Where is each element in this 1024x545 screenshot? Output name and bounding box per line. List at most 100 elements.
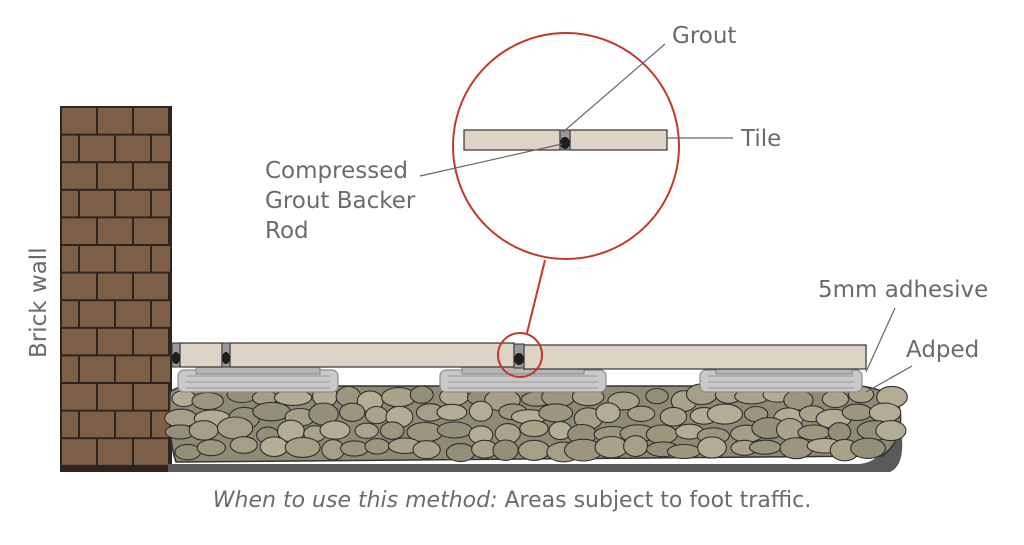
brick (134, 108, 168, 134)
stone (174, 443, 202, 461)
stone (468, 400, 493, 422)
stone (216, 416, 254, 440)
brick (80, 356, 114, 382)
tile (179, 342, 223, 368)
stone (595, 402, 621, 424)
stone (188, 420, 219, 441)
adped-pedestal (177, 365, 339, 393)
stone (436, 403, 468, 421)
brick (80, 411, 114, 438)
stone (364, 438, 390, 455)
callout-small-circle (497, 332, 543, 378)
brick (62, 135, 78, 162)
leader-lines (419, 43, 913, 393)
stone (850, 437, 886, 459)
brick (152, 356, 170, 382)
stone (412, 440, 441, 460)
stone (538, 403, 574, 423)
adped-pedestals (177, 365, 863, 393)
detail-tile-right (569, 129, 668, 151)
brick (62, 108, 96, 134)
tile-label: Tile (740, 126, 781, 152)
tile (523, 344, 867, 370)
stone (797, 424, 831, 441)
backer-rod-label-line1: Compressed (265, 158, 408, 184)
stone (492, 439, 519, 461)
stone (517, 439, 551, 461)
adhesive-leader (865, 307, 896, 373)
tile (229, 342, 515, 368)
stone (339, 440, 370, 457)
stone (519, 419, 549, 438)
stone (645, 424, 679, 445)
tile-layer (171, 342, 867, 370)
brick (98, 218, 132, 244)
brick (98, 328, 132, 355)
stone (319, 420, 351, 440)
ground-base-edge (168, 438, 903, 472)
brick (116, 411, 150, 438)
brick (134, 273, 168, 300)
brick-wall-label: Brick wall (26, 247, 52, 358)
adped-pedestal (439, 365, 607, 393)
adped-label: Adped (906, 337, 979, 363)
brick (98, 439, 132, 465)
brick (62, 218, 96, 244)
brick (62, 384, 96, 410)
brick (116, 190, 150, 217)
brick (62, 411, 78, 438)
rock-bed (164, 383, 908, 472)
brick (62, 163, 96, 189)
brick (134, 439, 168, 465)
brick (62, 273, 96, 300)
brick (98, 384, 132, 410)
stone (659, 406, 688, 427)
brick (134, 328, 168, 355)
brick (152, 190, 170, 217)
stone (623, 435, 649, 458)
brick (62, 190, 78, 217)
backer-rod-label-line3: Rod (265, 218, 309, 244)
stone (627, 405, 656, 422)
stone (259, 436, 289, 458)
backer-rod (514, 353, 524, 365)
rock-stones (164, 383, 908, 463)
stone (868, 402, 902, 423)
brick (116, 135, 150, 162)
brick (80, 135, 114, 162)
grout-label: Grout (672, 23, 736, 49)
stone (841, 403, 873, 422)
brick-courses (62, 108, 170, 465)
stone (339, 402, 366, 422)
stone (821, 390, 850, 409)
callout-connector (526, 259, 546, 334)
caption-prefix: When to use this method: (212, 488, 498, 513)
backer-rod-label-line2: Grout Backer (265, 188, 416, 214)
brick (98, 273, 132, 300)
backer-rod (222, 352, 230, 364)
caption-text: Areas subject to foot traffic. (497, 488, 812, 513)
brick (98, 163, 132, 189)
detail-tile-left (463, 129, 561, 151)
brick (80, 246, 114, 272)
brick (62, 356, 78, 382)
brick (62, 301, 78, 327)
stone (436, 421, 473, 439)
stone (284, 436, 321, 458)
brick (134, 163, 168, 189)
grout-leader (562, 43, 666, 133)
detail-backer-rod (560, 137, 570, 149)
stone (354, 422, 379, 439)
brick-wall (60, 106, 172, 472)
detail-callout (452, 32, 680, 378)
brick (62, 246, 78, 272)
brick (62, 439, 96, 465)
stone (445, 443, 476, 463)
brick (116, 246, 150, 272)
stone (697, 436, 727, 459)
stone (666, 443, 701, 460)
brick (152, 135, 170, 162)
stone (594, 435, 629, 459)
brick (62, 328, 96, 355)
